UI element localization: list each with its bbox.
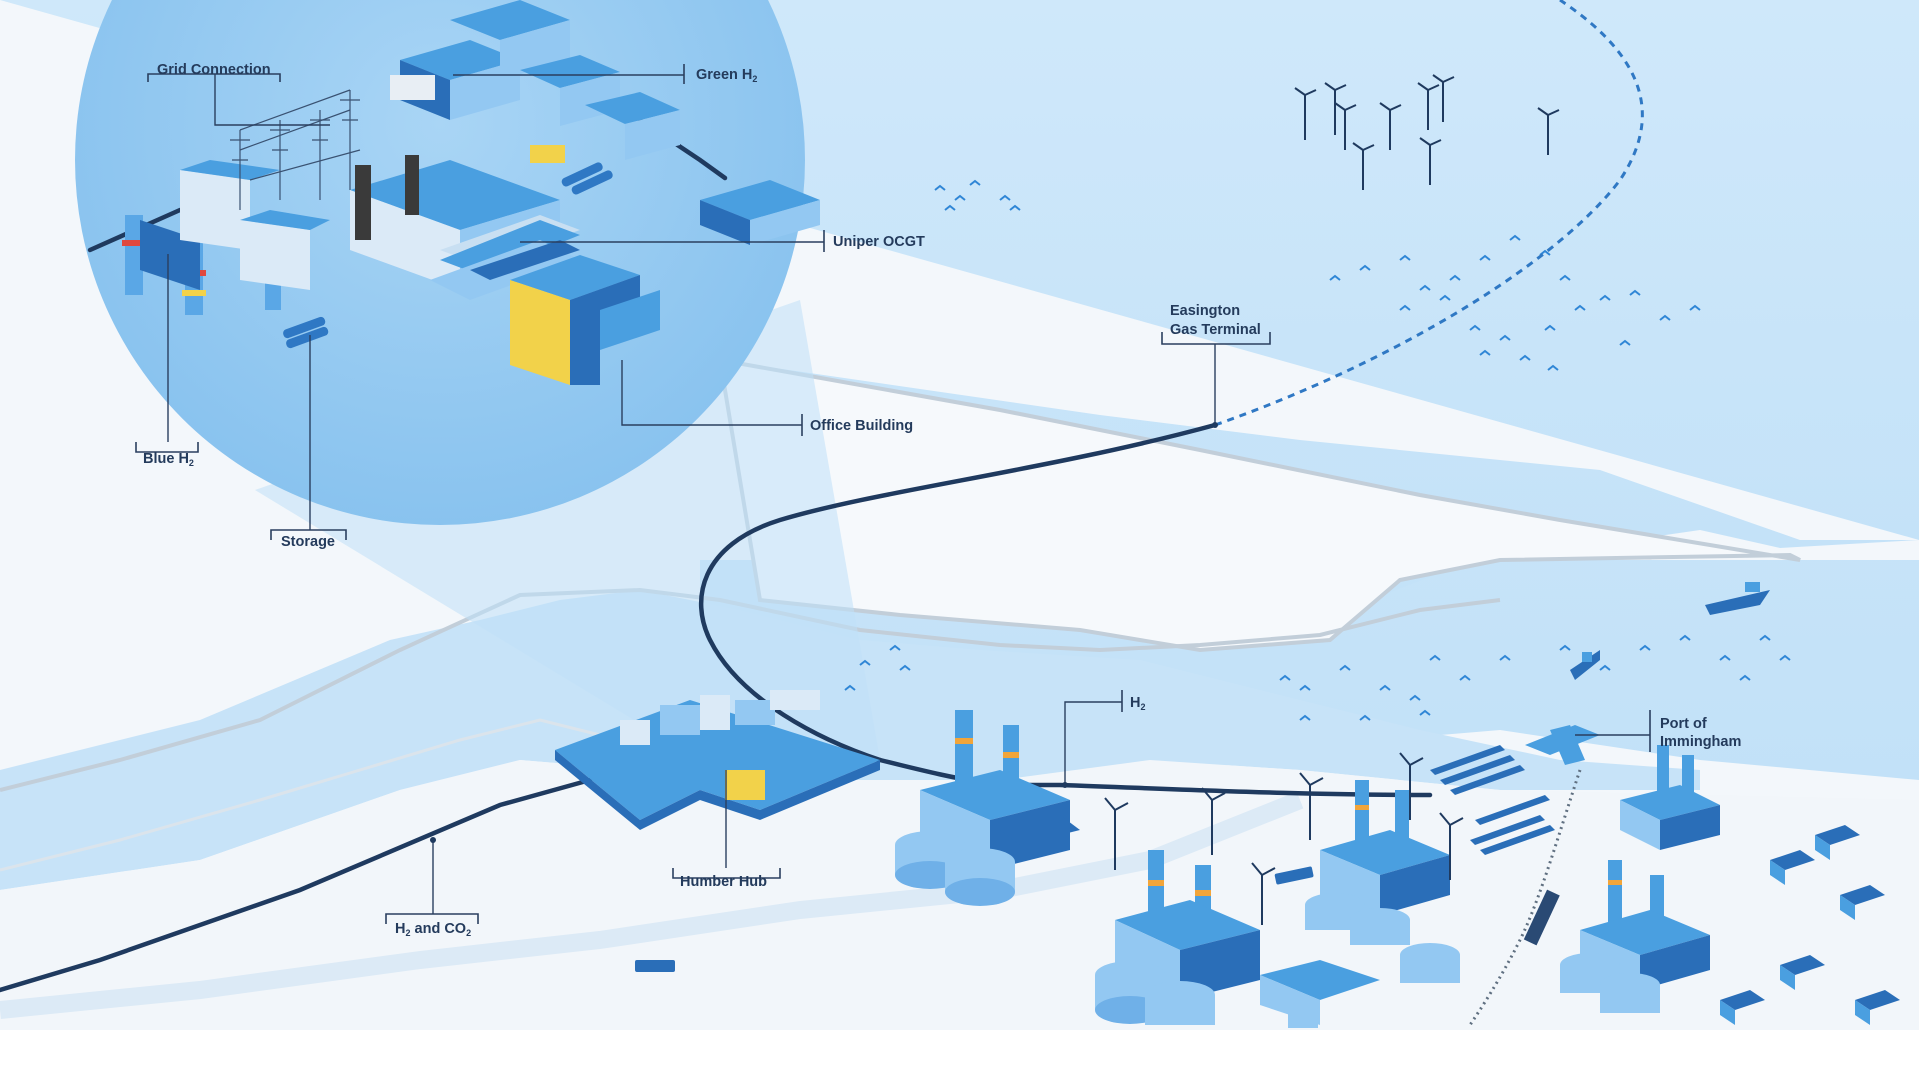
house-icon bbox=[1720, 825, 1900, 1025]
label-humber-hub: Humber Hub bbox=[672, 770, 781, 890]
blue-h2-plant bbox=[122, 160, 330, 315]
port-text-line1: Port of bbox=[1660, 716, 1707, 732]
warehouse-right bbox=[700, 180, 820, 245]
wind-turbine-icon bbox=[1104, 797, 1129, 870]
svg-text:Blue H2: Blue H2 bbox=[143, 451, 194, 468]
h2-co2-text-mid: and CO bbox=[411, 921, 467, 937]
h2-co2-text-h: H bbox=[395, 921, 405, 937]
north-sea bbox=[0, 0, 1919, 790]
wind-turbine-icon bbox=[1399, 752, 1424, 820]
storage-text: Storage bbox=[281, 534, 335, 550]
wind-turbine-icon bbox=[1201, 787, 1226, 855]
storage-tanks bbox=[283, 162, 613, 349]
railway bbox=[1468, 769, 1582, 1026]
label-h2: H2 bbox=[1062, 690, 1146, 788]
green-h2-annex bbox=[530, 145, 565, 163]
bottom-margin bbox=[0, 1030, 1919, 1080]
offshore-pipeline bbox=[1214, 0, 1644, 427]
ship-icon bbox=[1570, 650, 1600, 680]
blue-h2-subscript: 2 bbox=[189, 458, 194, 468]
uniper-ocgt-building bbox=[350, 155, 580, 300]
h2-subscript: 2 bbox=[1140, 702, 1145, 712]
zoom-cone bbox=[255, 300, 880, 760]
river-road bbox=[0, 791, 1304, 1019]
wind-turbine-icon bbox=[1419, 137, 1442, 185]
grid-connection-pylons bbox=[230, 89, 361, 210]
sea-waves bbox=[844, 179, 1791, 721]
office-building bbox=[510, 255, 660, 385]
solar-panel-icon bbox=[1430, 745, 1555, 855]
factory-icon bbox=[895, 710, 1080, 906]
label-office-building: Office Building bbox=[621, 360, 913, 436]
port-jetty bbox=[1550, 725, 1585, 765]
ship-icon bbox=[1705, 582, 1770, 615]
svg-text:H2: H2 bbox=[1130, 695, 1146, 712]
pipeline-h2-east bbox=[877, 757, 1433, 798]
factory-icon bbox=[1260, 960, 1380, 1028]
train-icon bbox=[1523, 889, 1560, 946]
label-h2-and-co2: H2 and CO2 bbox=[385, 837, 479, 938]
onshore-wind-turbines bbox=[1104, 752, 1464, 925]
factory-icon bbox=[1560, 860, 1710, 1013]
port-text-line2: Immingham bbox=[1660, 734, 1741, 750]
peninsula bbox=[717, 357, 1801, 653]
green-h2-subscript: 2 bbox=[752, 74, 757, 84]
wind-turbine-icon bbox=[1251, 862, 1276, 925]
svg-text:H2 and CO2: H2 and CO2 bbox=[395, 921, 471, 938]
truck-icon bbox=[635, 960, 675, 972]
wind-turbine-icon bbox=[1334, 102, 1357, 150]
blue-h2-text: Blue H bbox=[143, 451, 189, 467]
north-sea-upper bbox=[0, 0, 1919, 650]
wind-turbine-icon bbox=[1324, 82, 1347, 135]
svg-text:Green H2: Green H2 bbox=[696, 67, 757, 84]
pipeline-h2-co2-west bbox=[0, 777, 593, 993]
wind-turbine-icon bbox=[1439, 812, 1464, 880]
label-grid-connection: Grid Connection bbox=[147, 62, 330, 126]
label-port-of-immingham: Port of Immingham bbox=[1575, 710, 1741, 752]
wind-turbine-icon bbox=[1352, 142, 1375, 190]
h2-co2-subscript-1: 2 bbox=[405, 928, 410, 938]
wind-turbine-icon bbox=[1299, 772, 1324, 840]
humber-hub-text: Humber Hub bbox=[680, 874, 767, 890]
uniper-ocgt-text: Uniper OCGT bbox=[833, 234, 925, 250]
label-easington-gas-terminal: Easington Gas Terminal bbox=[1161, 303, 1271, 428]
wind-turbine-icon bbox=[1379, 102, 1402, 150]
truck-icon bbox=[1274, 866, 1314, 885]
factory-icon bbox=[1095, 850, 1260, 1025]
h2-text: H bbox=[1130, 695, 1140, 711]
factory-icon bbox=[1305, 780, 1460, 983]
wind-turbine-icon bbox=[1537, 107, 1560, 155]
easington-text-line2: Gas Terminal bbox=[1170, 322, 1261, 338]
label-green-h2: Green H2 bbox=[453, 64, 757, 84]
office-building-text: Office Building bbox=[810, 418, 913, 434]
label-blue-h2: Blue H2 bbox=[135, 254, 199, 468]
offshore-wind-farm bbox=[1294, 74, 1560, 190]
green-h2-text: Green H bbox=[696, 67, 752, 83]
label-uniper-ocgt: Uniper OCGT bbox=[520, 230, 925, 252]
h2-co2-subscript-2: 2 bbox=[466, 928, 471, 938]
south-bank-land bbox=[0, 760, 1919, 1080]
humber-hub-platform bbox=[555, 690, 880, 830]
facility-closeup bbox=[87, 0, 820, 385]
wind-turbine-icon bbox=[1432, 74, 1455, 122]
grid-connection-text: Grid Connection bbox=[157, 62, 271, 78]
factory-icon bbox=[1620, 745, 1720, 850]
wind-turbine-icon bbox=[1294, 87, 1317, 140]
label-storage: Storage bbox=[270, 335, 347, 550]
wind-turbine-icon bbox=[1417, 82, 1440, 130]
easington-text-line1: Easington bbox=[1170, 303, 1240, 319]
